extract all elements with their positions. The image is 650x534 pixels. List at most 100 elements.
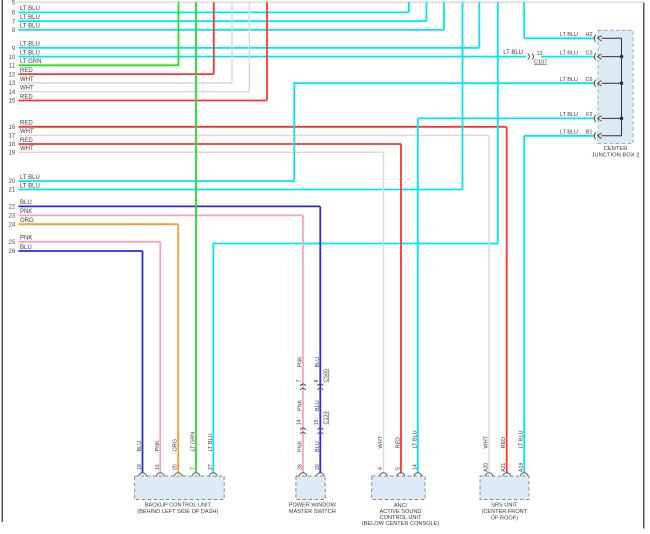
svg-text:ORG: ORG [173,439,179,452]
svg-text:RED: RED [396,437,402,449]
svg-text:CONTROL UNIT: CONTROL UNIT [380,515,422,521]
svg-text:A20: A20 [484,463,490,472]
svg-text:LT BLU: LT BLU [20,175,40,181]
svg-text:POWER WINDOW: POWER WINDOW [289,503,337,509]
svg-text:MASTER SWITCH: MASTER SWITCH [289,509,336,515]
svg-text:18: 18 [9,142,16,148]
svg-text:RED: RED [20,121,33,127]
svg-text:16: 16 [155,464,161,470]
svg-text:12: 12 [9,72,16,78]
svg-text:LT GRN: LT GRN [20,59,41,65]
svg-text:26: 26 [9,249,16,255]
svg-text:ORG: ORG [20,218,34,224]
svg-text:20: 20 [315,464,321,470]
svg-text:LT BLU: LT BLU [560,50,578,56]
svg-text:RED: RED [20,68,33,74]
svg-text:14: 14 [297,419,303,425]
svg-text:4: 4 [378,467,384,470]
svg-text:7: 7 [12,19,16,25]
svg-text:H2: H2 [585,32,592,38]
svg-text:6: 6 [12,11,16,17]
svg-text:B1: B1 [586,130,593,136]
svg-text:9: 9 [12,46,16,52]
svg-text:7: 7 [297,380,303,383]
svg-text:24: 24 [9,222,16,228]
svg-text:PNK: PNK [298,440,304,452]
svg-text:RED: RED [20,138,33,144]
svg-text:BLU: BLU [315,441,321,452]
svg-text:19: 19 [9,151,16,157]
svg-text:WHT: WHT [484,435,490,448]
svg-text:8: 8 [12,28,16,34]
svg-text:LT BLU: LT BLU [20,42,40,48]
svg-text:21: 21 [9,188,16,194]
svg-text:PNK: PNK [20,236,32,242]
svg-text:C505: C505 [324,369,330,382]
svg-text:JUNCTION BOX 2: JUNCTION BOX 2 [592,152,640,158]
svg-text:RED: RED [20,94,33,100]
svg-text:17: 17 [9,134,16,140]
svg-text:BLU: BLU [20,245,32,251]
svg-text:18: 18 [137,464,143,470]
svg-text:LT GRN: LT GRN [191,432,197,452]
svg-text:27: 27 [208,464,214,470]
svg-text:LT BLU: LT BLU [560,32,578,38]
svg-text:25: 25 [9,240,16,246]
svg-text:23: 23 [9,214,16,220]
svg-text:LT BLU: LT BLU [560,77,578,83]
svg-text:15: 15 [9,99,16,105]
svg-text:14: 14 [412,464,418,470]
svg-text:7: 7 [191,467,197,470]
svg-text:14: 14 [9,90,16,96]
svg-text:11: 11 [9,64,16,70]
svg-text:10: 10 [9,55,16,61]
svg-text:(BEHIND LEFT SIDE OF DASH): (BEHIND LEFT SIDE OF DASH) [137,509,218,515]
svg-text:(CENTER FRONT: (CENTER FRONT [481,509,527,515]
svg-text:5: 5 [12,0,16,6]
svg-text:PNK: PNK [298,356,304,368]
svg-text:PNK: PNK [155,440,161,452]
svg-text:LT BLU: LT BLU [20,50,40,56]
svg-text:LT BLU: LT BLU [412,430,418,448]
svg-text:8: 8 [314,380,320,383]
svg-text:ACTIVE SOUND: ACTIVE SOUND [380,509,422,515]
svg-text:PNK: PNK [20,209,32,215]
svg-text:WHT: WHT [20,129,34,135]
svg-text:5: 5 [396,467,402,470]
svg-text:A19: A19 [519,463,525,472]
svg-text:ANC/: ANC/ [394,503,408,509]
svg-text:LT BLU: LT BLU [503,50,523,56]
svg-text:BLU: BLU [20,200,32,206]
svg-text:C6: C6 [585,77,592,83]
svg-text:WHT: WHT [378,435,384,448]
svg-text:BLU: BLU [137,441,143,452]
svg-text:WHT: WHT [20,146,34,152]
svg-text:WHT: WHT [20,77,34,83]
svg-text:16: 16 [9,125,16,131]
svg-text:LT BLU: LT BLU [560,130,578,136]
svg-text:SRS UNIT: SRS UNIT [491,503,518,509]
svg-text:CENTER: CENTER [604,146,628,152]
svg-text:LT BLU: LT BLU [20,183,40,189]
svg-text:20: 20 [173,464,179,470]
svg-text:A21: A21 [501,463,507,472]
svg-text:13: 13 [537,51,543,57]
svg-text:BACKUP CONTROL UNIT: BACKUP CONTROL UNIT [145,503,212,509]
svg-text:OF ROOF): OF ROOF) [491,515,518,521]
svg-text:RED: RED [501,437,507,449]
svg-text:WHT: WHT [20,86,34,92]
svg-text:LT BLU: LT BLU [20,15,40,21]
svg-text:(BELOW CENTER CONSOLE): (BELOW CENTER CONSOLE) [362,521,440,527]
svg-text:15: 15 [314,419,320,425]
svg-text:C133: C133 [324,411,330,424]
svg-text:BLU: BLU [315,357,321,368]
svg-text:22: 22 [9,205,16,211]
svg-text:C107: C107 [534,60,547,66]
svg-text:LT BLU: LT BLU [208,433,214,451]
svg-text:F2: F2 [586,112,592,118]
svg-text:13: 13 [9,81,16,87]
svg-text:BLU: BLU [315,400,321,411]
svg-text:PNK: PNK [298,399,304,411]
svg-text:LT BLU: LT BLU [560,112,578,118]
svg-text:20: 20 [9,179,16,185]
